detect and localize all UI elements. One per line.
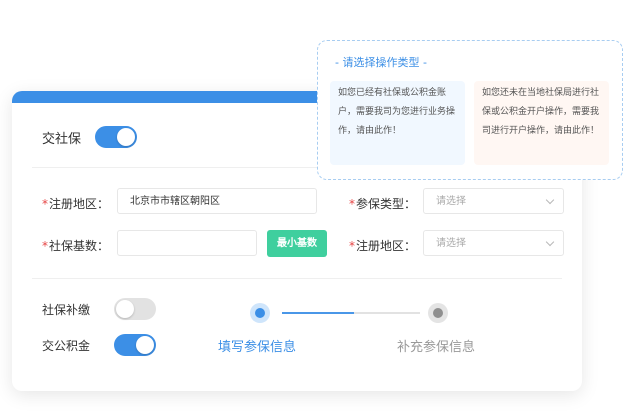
existing-account-option[interactable]: 如您已经有社保或公积金账户，需要我司为您进行业务操作，请由此作！ bbox=[330, 81, 465, 165]
toggle-knob bbox=[116, 300, 134, 318]
divider bbox=[32, 278, 562, 279]
insurance-type-select[interactable]: 请选择 bbox=[423, 188, 564, 214]
chevron-down-icon bbox=[545, 195, 555, 205]
divider bbox=[32, 167, 562, 168]
open-account-option[interactable]: 如您还未在当地社保局进行社保或公积金开户操作，需要我司进行开户操作，请由此作！ bbox=[474, 81, 609, 165]
chevron-down-icon bbox=[545, 237, 555, 247]
housing-fund-label: 交公积金 bbox=[42, 339, 91, 353]
base-input[interactable] bbox=[117, 230, 257, 256]
step-progress-line bbox=[282, 312, 354, 314]
insurance-type-label: *参保类型： bbox=[349, 197, 417, 211]
toggle-knob bbox=[117, 128, 136, 146]
region2-select[interactable]: 请选择 bbox=[423, 230, 564, 256]
step-2-dot bbox=[428, 303, 448, 323]
step-2-label[interactable]: 补充参保信息 bbox=[397, 340, 476, 355]
toggle-knob bbox=[136, 336, 154, 354]
social-insurance-toggle-label: 交社保 bbox=[42, 131, 82, 147]
step-1-label[interactable]: 填写参保信息 bbox=[218, 340, 297, 355]
operation-type-popover: - 请选择操作类型 - 如您已经有社保或公积金账户，需要我司为您进行业务操作，请… bbox=[317, 40, 623, 180]
step-progress-line-rest bbox=[354, 312, 420, 314]
popover-title: - 请选择操作类型 - bbox=[335, 56, 427, 69]
base-field-label: *社保基数： bbox=[42, 239, 110, 253]
supplement-label: 社保补缴 bbox=[42, 303, 91, 317]
supplement-toggle[interactable] bbox=[114, 298, 156, 320]
region-input[interactable]: 北京市市辖区朝阳区 bbox=[117, 188, 317, 214]
min-base-button[interactable]: 最小基数 bbox=[267, 230, 327, 257]
region-field-label: *注册地区： bbox=[42, 197, 110, 211]
region2-field-label: *注册地区： bbox=[349, 239, 417, 253]
social-insurance-toggle[interactable] bbox=[95, 126, 138, 148]
social-insurance-toggle-row: 交社保 bbox=[42, 125, 138, 149]
housing-fund-toggle[interactable] bbox=[114, 334, 156, 356]
step-1-dot bbox=[250, 303, 270, 323]
